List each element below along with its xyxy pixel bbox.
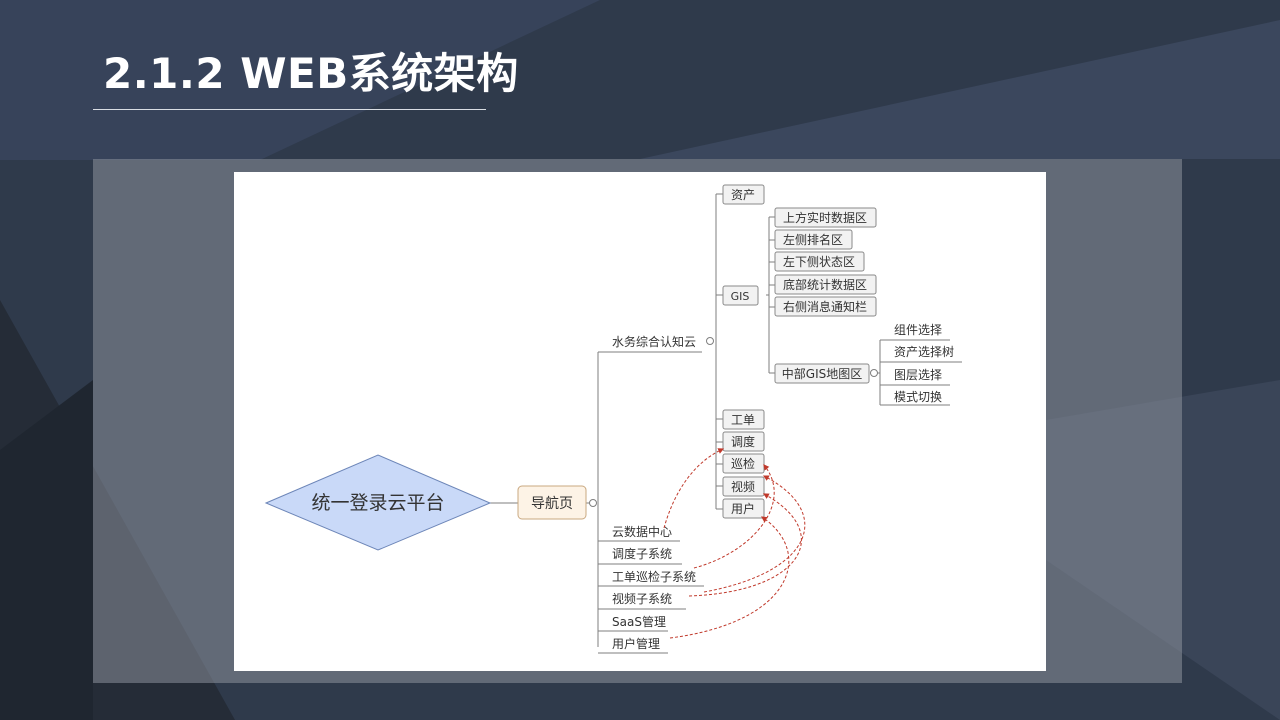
node-patrol[interactable]: 巡检: [722, 453, 765, 474]
node-center-map[interactable]: 中部GIS地图区: [774, 363, 870, 384]
link-usermgmt-user: [669, 516, 790, 639]
link-video-user: [688, 493, 802, 597]
node-bottom-stats[interactable]: 底部统计数据区: [774, 274, 877, 295]
connector-lines: [490, 193, 962, 654]
node-asset-tree[interactable]: 资产选择树: [894, 344, 954, 359]
node-dispatch[interactable]: 调度: [722, 431, 765, 452]
svg-text:GIS: GIS: [731, 290, 750, 303]
node-video-subsystem[interactable]: 视频子系统: [612, 591, 672, 606]
collapse-toggle[interactable]: [870, 369, 878, 377]
link-dispatch-patrol: [693, 464, 775, 569]
svg-text:上方实时数据区: 上方实时数据区: [783, 210, 867, 225]
node-video[interactable]: 视频: [722, 476, 765, 497]
collapse-toggle[interactable]: [706, 337, 714, 345]
node-component-select[interactable]: 组件选择: [894, 323, 942, 337]
svg-text:资产: 资产: [731, 188, 755, 202]
node-data-center[interactable]: 云数据中心: [612, 524, 672, 539]
svg-text:用户: 用户: [731, 501, 755, 516]
link-patrol-video: [703, 475, 806, 593]
root-label: 统一登录云平台: [311, 492, 444, 514]
title-underline: [93, 109, 486, 110]
node-dispatch-subsystem[interactable]: 调度子系统: [612, 546, 672, 561]
hub-node[interactable]: 导航页: [517, 485, 587, 520]
svg-text:右侧消息通知栏: 右侧消息通知栏: [783, 299, 867, 314]
node-left-rank[interactable]: 左侧排名区: [774, 229, 853, 250]
svg-text:底部统计数据区: 底部统计数据区: [783, 277, 867, 292]
node-patrol-subsystem[interactable]: 工单巡检子系统: [612, 569, 696, 584]
node-asset[interactable]: 资产: [722, 184, 765, 205]
node-right-notice[interactable]: 右侧消息通知栏: [774, 296, 877, 317]
collapse-toggle[interactable]: [589, 499, 597, 507]
root-node[interactable]: 统一登录云平台: [264, 454, 492, 551]
svg-text:左侧排名区: 左侧排名区: [783, 232, 843, 247]
link-datacenter-dispatch: [663, 448, 725, 529]
svg-text:中部GIS地图区: 中部GIS地图区: [782, 366, 862, 381]
hub-label: 导航页: [531, 496, 573, 512]
node-left-bottom-status[interactable]: 左下侧状态区: [774, 251, 865, 272]
node-workorder[interactable]: 工单: [722, 409, 765, 430]
cloud-node-label[interactable]: 水务综合认知云: [612, 334, 696, 349]
svg-text:巡检: 巡检: [731, 456, 755, 471]
node-user[interactable]: 用户: [722, 498, 765, 519]
node-top-realtime[interactable]: 上方实时数据区: [774, 207, 877, 228]
node-mode-switch[interactable]: 模式切换: [894, 390, 942, 404]
node-saas-management[interactable]: SaaS管理: [612, 614, 666, 629]
mindmap-canvas: 统一登录云平台 导航页 水务综合认知云 资产 GIS 工单 调度 巡检 视频 用…: [234, 172, 1046, 671]
svg-text:工单: 工单: [731, 413, 755, 427]
slide-title: 2.1.2 WEB系统架构: [103, 49, 519, 98]
node-layer-select[interactable]: 图层选择: [894, 368, 942, 382]
node-user-management[interactable]: 用户管理: [612, 636, 660, 651]
node-gis[interactable]: GIS: [722, 285, 759, 306]
svg-text:调度: 调度: [731, 434, 755, 449]
svg-text:视频: 视频: [731, 479, 755, 494]
svg-text:左下侧状态区: 左下侧状态区: [783, 254, 855, 269]
